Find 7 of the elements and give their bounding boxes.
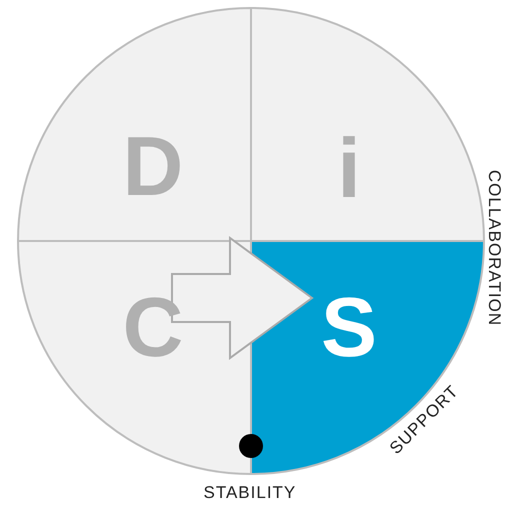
quadrant-letter: C: [122, 285, 184, 369]
quadrant-letter: S: [320, 285, 378, 369]
quadrant-letter: i: [337, 126, 361, 210]
arc-label: STABILITY: [204, 483, 296, 503]
block-arrow: [171, 236, 314, 360]
quadrant-letter: D: [122, 124, 184, 208]
arc-label: COLLABORATION: [484, 170, 504, 326]
